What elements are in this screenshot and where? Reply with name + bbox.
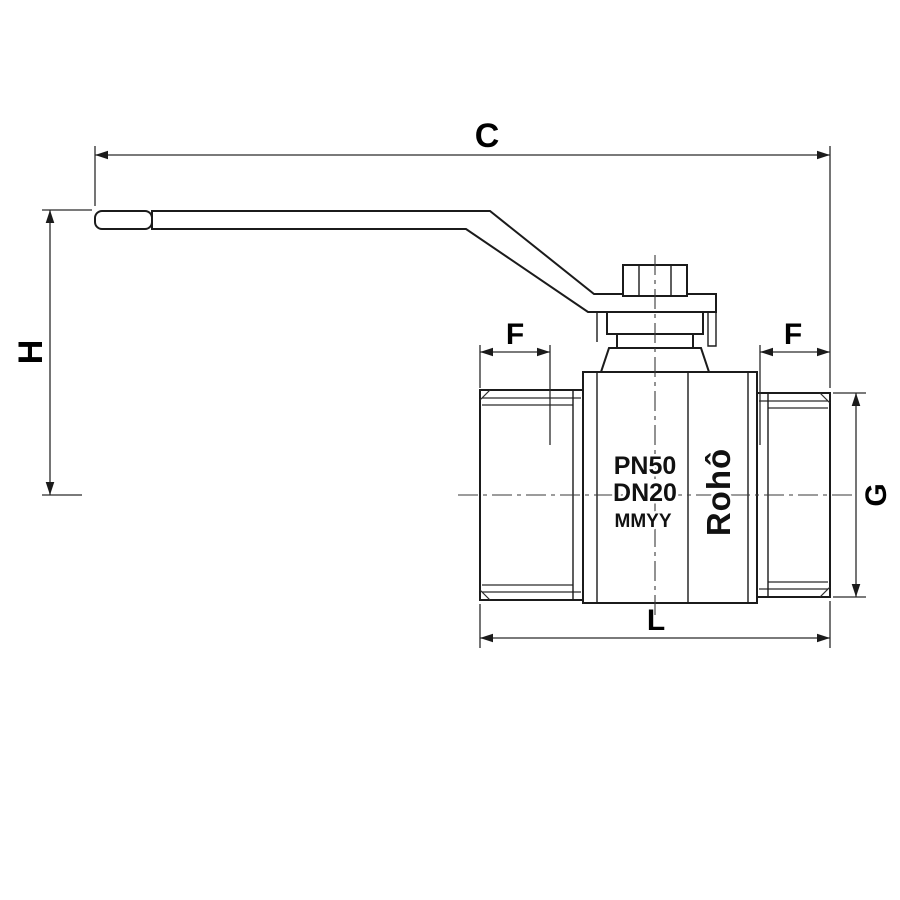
body-markings: PN50 DN20 MMYY Rohô xyxy=(611,445,740,538)
port-left-chamfer-top xyxy=(479,389,491,401)
handle-bracket-right-hook xyxy=(707,312,717,347)
dim-c-arrow-left xyxy=(95,150,108,160)
dimension-l: L xyxy=(479,601,831,648)
dim-f-left-label: F xyxy=(506,318,524,351)
marking-date-code: MMYY xyxy=(615,511,672,532)
dim-h-label: H xyxy=(12,340,50,365)
dimension-h: H xyxy=(12,209,92,496)
dim-l-arrow-left xyxy=(480,633,493,643)
dim-g-arrow-bottom xyxy=(851,584,861,597)
dim-g-arrow-top xyxy=(851,393,861,406)
marking-pressure-rating: PN50 xyxy=(614,452,677,480)
dim-h-arrow-top xyxy=(45,210,55,223)
handle-grip xyxy=(94,210,153,230)
dim-l-label: L xyxy=(647,604,665,637)
dimension-c: C xyxy=(94,117,831,388)
port-right-chamfer-bottom xyxy=(819,586,831,598)
dim-g-label: G xyxy=(860,483,893,506)
dim-f-right-arrow-left xyxy=(760,347,773,357)
dim-c-arrow-right xyxy=(817,150,830,160)
handle-assembly xyxy=(94,210,717,347)
dim-f-left-arrow-right xyxy=(537,347,550,357)
dimension-f-left: F xyxy=(479,318,551,445)
dim-c-label: C xyxy=(475,117,500,155)
port-right-chamfer-top xyxy=(819,392,831,404)
port-left-chamfer-bottom xyxy=(479,589,491,601)
dimension-g: G xyxy=(833,392,893,598)
dim-f-right-arrow-right xyxy=(817,347,830,357)
dim-f-left-arrow-left xyxy=(480,347,493,357)
dim-l-arrow-right xyxy=(817,633,830,643)
dim-f-right-label: F xyxy=(784,318,802,351)
dimension-f-right: F xyxy=(759,318,830,445)
marking-nominal-diameter: DN20 xyxy=(613,479,677,507)
dim-h-arrow-bottom xyxy=(45,482,55,495)
brand-text: Rohô xyxy=(700,448,737,536)
